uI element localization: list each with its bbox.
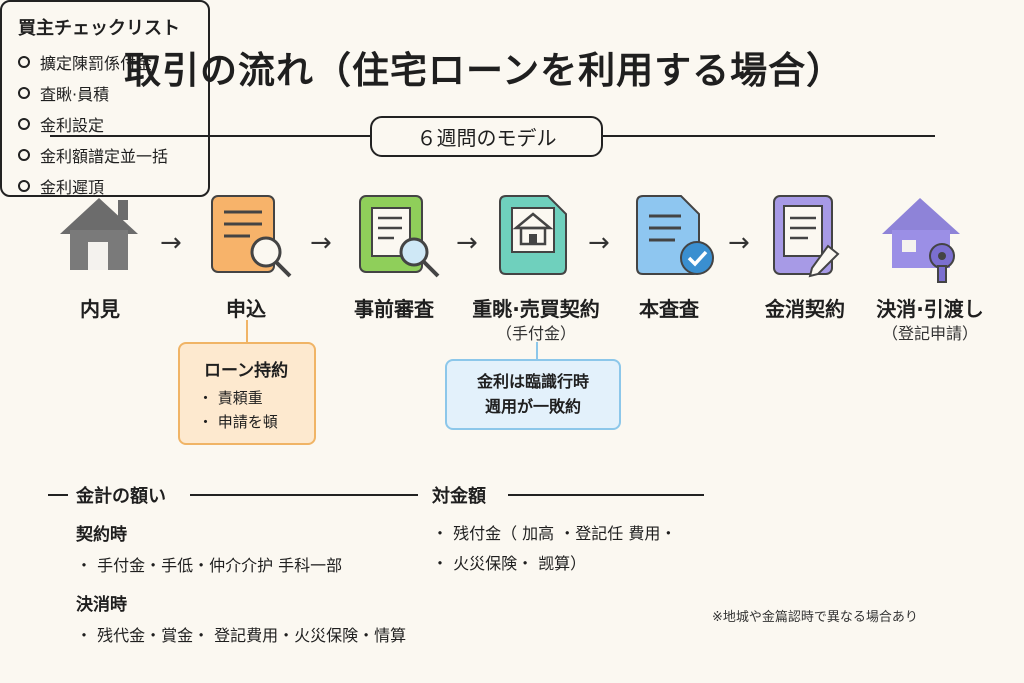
loan-clause-box: ローン持約 ・ 責頼重 ・ 申請を頓 [178, 342, 316, 445]
checklist-heading: 買主チェックリスト [18, 18, 180, 39]
step-label-prescreen: 事前審査 [354, 297, 434, 321]
checklist-item: 擴定陳罰係付金 [18, 50, 192, 74]
model-label: ６週問のモデル [416, 126, 557, 150]
flow-arrow-3: → [456, 228, 478, 258]
rate-note-line: 金利は臨識行時 [476, 372, 589, 391]
checklist-item: 査瞅·員積 [18, 81, 192, 105]
settle-time-text: ・ 残代金・賞金・ 登記費用・火災保険・情算 [76, 626, 407, 645]
house-icon [60, 198, 138, 270]
flow-arrow-4: → [588, 228, 610, 258]
pre-screening-icon [359, 195, 440, 278]
rate-note-box: 金利は臨識行時 週用が一敗約 [445, 359, 621, 430]
checklist-item: 金利設定 [18, 112, 192, 136]
title-rule-right [601, 135, 935, 137]
main-review-icon [636, 195, 714, 275]
checkbox-circle-icon [18, 149, 30, 161]
costs-rule-right [190, 494, 418, 496]
checklist-item: 金利遲頂 [18, 174, 192, 198]
amount-text: ・ 火災保険・ 觊算） [432, 554, 587, 573]
step-label-settlement: 決消·引渡し [876, 297, 984, 321]
loan-clause-item: ・ 責頼重 [198, 389, 263, 407]
application-doc-icon [211, 195, 292, 278]
amount-rule [508, 494, 704, 496]
flow-arrow-1: → [160, 228, 182, 258]
amount-heading: 対金額 [432, 486, 486, 507]
footnote: ※地城や金篇認時で異なる場合あり [712, 610, 918, 625]
loan-clause-item: ・ 申請を頓 [198, 413, 278, 431]
checkbox-circle-icon [18, 118, 30, 130]
checkbox-circle-icon [18, 56, 30, 68]
contract-time-label: 契約時 [76, 525, 127, 545]
step-label-application: 申込 [226, 297, 266, 321]
flow-arrow-5: → [728, 228, 750, 258]
rate-note-line: 週用が一敗約 [484, 397, 581, 416]
costs-heading: 金計の額い [76, 486, 166, 507]
contract-time-text: ・ 手付金・手低・仲介介护 手科一部 [76, 556, 343, 575]
amount-text: ・ 残付金（ 加高 ・登記任 費用・ [432, 524, 677, 543]
costs-rule-left [48, 494, 68, 496]
loan-connector [246, 320, 248, 344]
step-label-loan: 金消契約 [765, 297, 845, 321]
rate-connector [536, 342, 538, 361]
step-label-review: 本査査 [639, 297, 699, 321]
loan-clause-heading: ローン持約 [204, 361, 289, 381]
loan-contract-icon [773, 195, 840, 278]
contract-house-icon [499, 195, 567, 275]
checklist-item: 金利額譜定並一括 [18, 143, 192, 167]
checkbox-circle-icon [18, 87, 30, 99]
flow-arrow-2: → [310, 228, 332, 258]
step-label-viewing: 内見 [80, 297, 120, 321]
settlement-key-icon [882, 198, 960, 283]
step-sub-contract: （手付金） [495, 324, 577, 343]
buyer-checklist: 買主チェックリスト 擴定陳罰係付金 査瞅·員積 金利設定 金利額譜定並一括 金利… [0, 0, 210, 197]
step-label-contract: 重眺·売買契約 [472, 297, 600, 321]
title-rule-left [50, 135, 372, 137]
settle-time-label: 決消時 [76, 595, 127, 615]
model-pill: ６週問のモデル [370, 116, 603, 157]
step-sub-settlement: （登記申請） [881, 324, 979, 343]
page-title: 取引の流れ（住宅ローンを利用する場合） [124, 49, 845, 92]
checkbox-circle-icon [18, 180, 30, 192]
